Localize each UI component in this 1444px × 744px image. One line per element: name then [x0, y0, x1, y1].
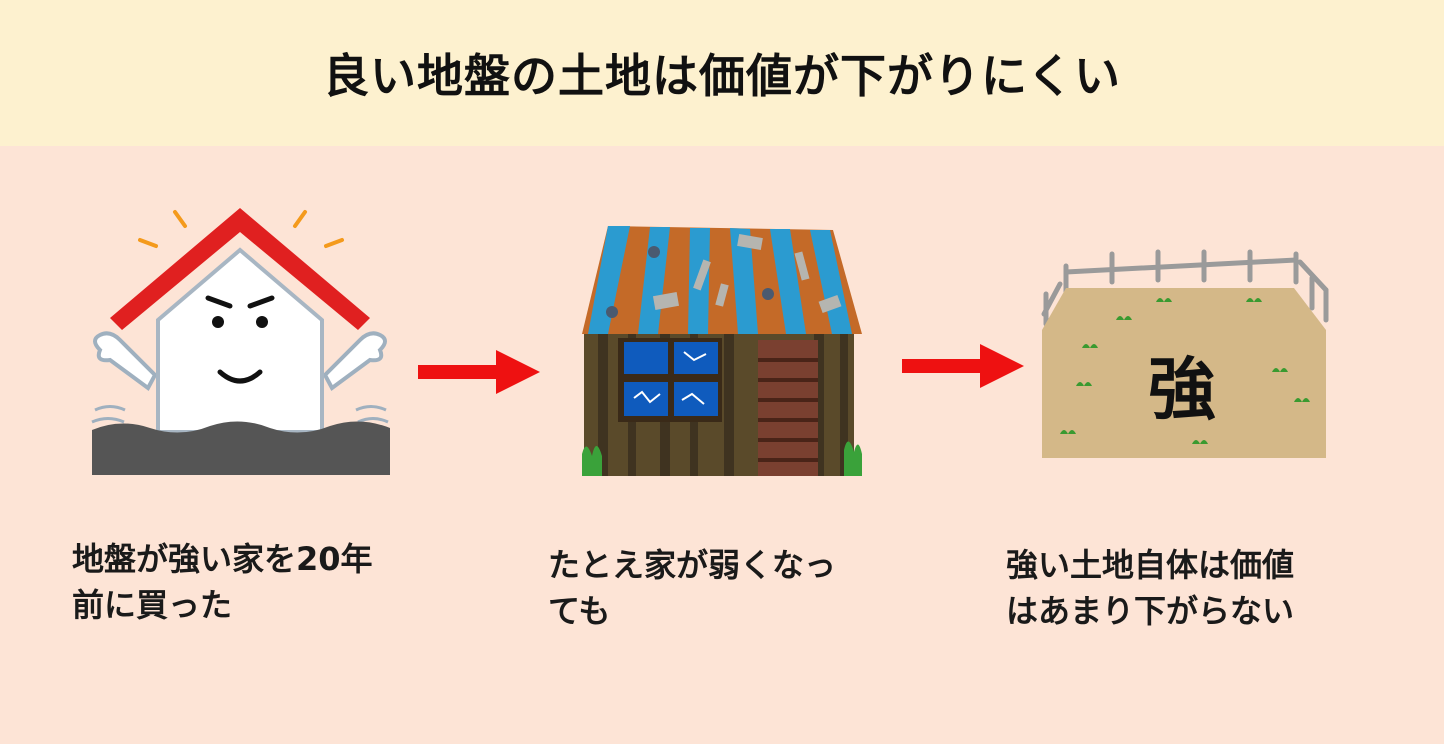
- caption-line: 強い土地自体は価値: [1006, 546, 1295, 584]
- step-caption: 強い土地自体は価値 はあまり下がらない: [1006, 542, 1294, 634]
- page-title: 良い地盤の土地は価値が下がりにくい: [322, 49, 1122, 103]
- caption-line: たとえ家が弱くなっ: [548, 546, 837, 584]
- caption-line: ても: [548, 592, 611, 630]
- caption-line: 地盤が強い家を20年: [72, 540, 373, 578]
- step-caption: 地盤が強い家を20年 前に買った: [72, 536, 373, 628]
- header-banner: 良い地盤の土地は価値が下がりにくい: [0, 0, 1444, 146]
- land-label: 強: [1147, 351, 1216, 430]
- old-house-icon: [582, 226, 862, 476]
- caption-line: 前に買った: [72, 586, 233, 624]
- step-caption: たとえ家が弱くなっ ても: [548, 542, 836, 634]
- strong-house-icon: [91, 208, 390, 475]
- arrow-right-icon: [902, 344, 1024, 388]
- arrow-right-icon: [418, 350, 540, 394]
- caption-line: はあまり下がらない: [1006, 592, 1295, 630]
- strong-land-icon: [1041, 249, 1329, 458]
